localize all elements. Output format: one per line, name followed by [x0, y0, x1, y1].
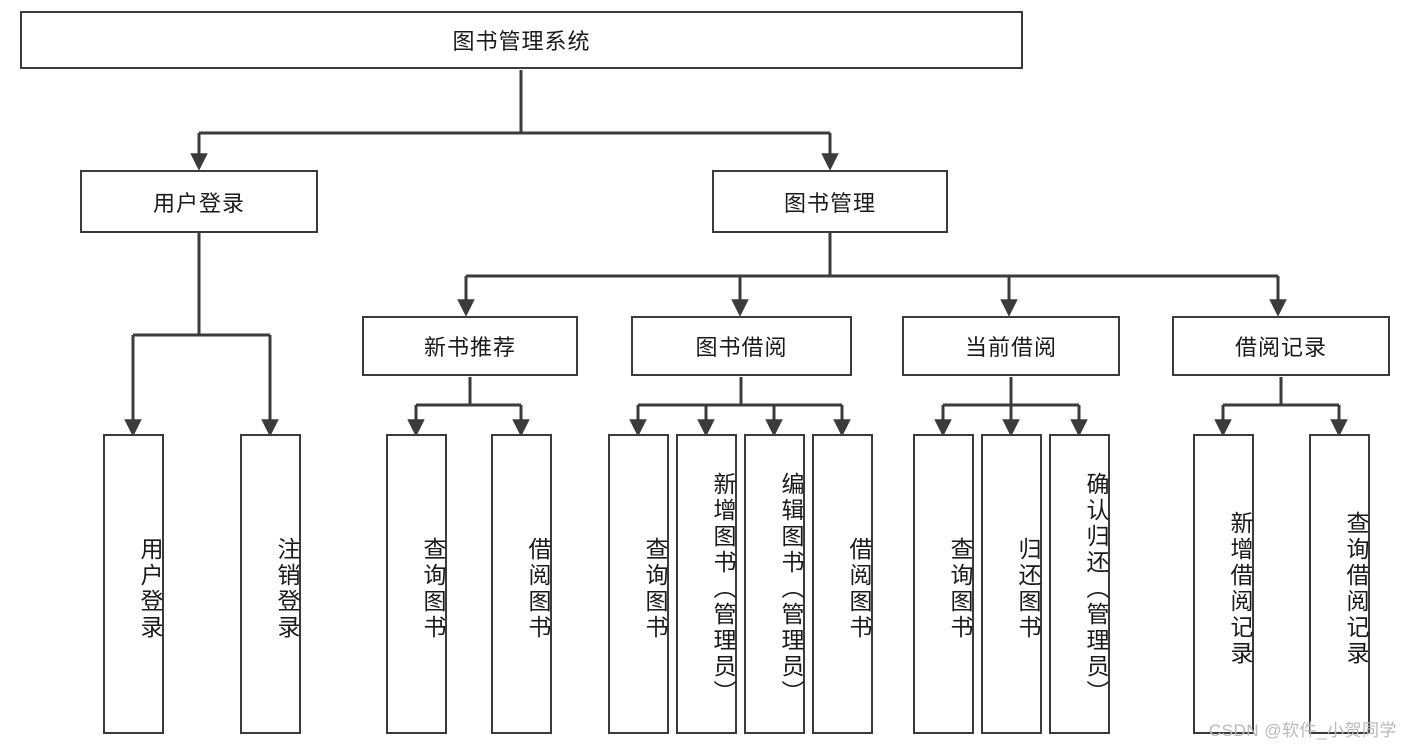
node-leaf-query-record[interactable]: 查询借阅记录	[1309, 434, 1370, 734]
node-user-login-label: 用户登录	[152, 190, 245, 216]
node-leaf-borrow-book-2[interactable]: 借阅图书	[812, 434, 873, 734]
node-leaf-return-book-label: 归还图书	[1015, 537, 1041, 641]
node-leaf-borrow-book-1[interactable]: 借阅图书	[491, 434, 552, 734]
node-leaf-user-login-label: 用户登录	[137, 537, 163, 641]
node-new-book-rec[interactable]: 新书推荐	[362, 316, 578, 376]
node-leaf-add-book[interactable]: 新增图书（管理员）	[676, 434, 737, 734]
node-leaf-query-record-label: 查询借阅记录	[1343, 511, 1369, 667]
node-book-mgmt-label: 图书管理	[783, 190, 876, 216]
node-root[interactable]: 图书管理系统	[20, 11, 1023, 69]
node-leaf-add-record[interactable]: 新增借阅记录	[1193, 434, 1254, 734]
node-leaf-add-book-label: 新增图书（管理员）	[710, 472, 736, 706]
node-leaf-user-login[interactable]: 用户登录	[103, 434, 164, 734]
node-leaf-return-book[interactable]: 归还图书	[981, 434, 1042, 734]
node-current-borrow[interactable]: 当前借阅	[902, 316, 1120, 376]
node-leaf-edit-book[interactable]: 编辑图书（管理员）	[744, 434, 805, 734]
node-leaf-user-logout-label: 注销登录	[274, 537, 300, 641]
node-leaf-confirm-return-label: 确认归还（管理员）	[1083, 472, 1109, 706]
node-new-book-rec-label: 新书推荐	[423, 335, 516, 360]
node-leaf-borrow-book-1-label: 借阅图书	[525, 537, 551, 641]
node-leaf-query-book-3-label: 查询图书	[947, 537, 973, 641]
node-book-borrow[interactable]: 图书借阅	[631, 316, 852, 376]
node-leaf-user-logout[interactable]: 注销登录	[240, 434, 301, 734]
node-leaf-query-book-1-label: 查询图书	[420, 537, 446, 641]
node-leaf-query-book-1[interactable]: 查询图书	[386, 434, 447, 734]
node-root-label: 图书管理系统	[452, 29, 591, 54]
node-leaf-query-book-2[interactable]: 查询图书	[608, 434, 669, 734]
node-leaf-query-book-2-label: 查询图书	[642, 537, 668, 641]
node-borrow-record-label: 借阅记录	[1234, 335, 1327, 360]
node-leaf-borrow-book-2-label: 借阅图书	[846, 537, 872, 641]
node-leaf-edit-book-label: 编辑图书（管理员）	[778, 472, 804, 706]
node-book-borrow-label: 图书借阅	[695, 335, 788, 360]
node-book-mgmt[interactable]: 图书管理	[712, 170, 948, 233]
node-leaf-confirm-return[interactable]: 确认归还（管理员）	[1049, 434, 1110, 734]
node-borrow-record[interactable]: 借阅记录	[1172, 316, 1390, 376]
node-leaf-query-book-3[interactable]: 查询图书	[913, 434, 974, 734]
node-current-borrow-label: 当前借阅	[964, 335, 1057, 360]
node-user-login[interactable]: 用户登录	[80, 170, 318, 233]
node-leaf-add-record-label: 新增借阅记录	[1227, 511, 1253, 667]
